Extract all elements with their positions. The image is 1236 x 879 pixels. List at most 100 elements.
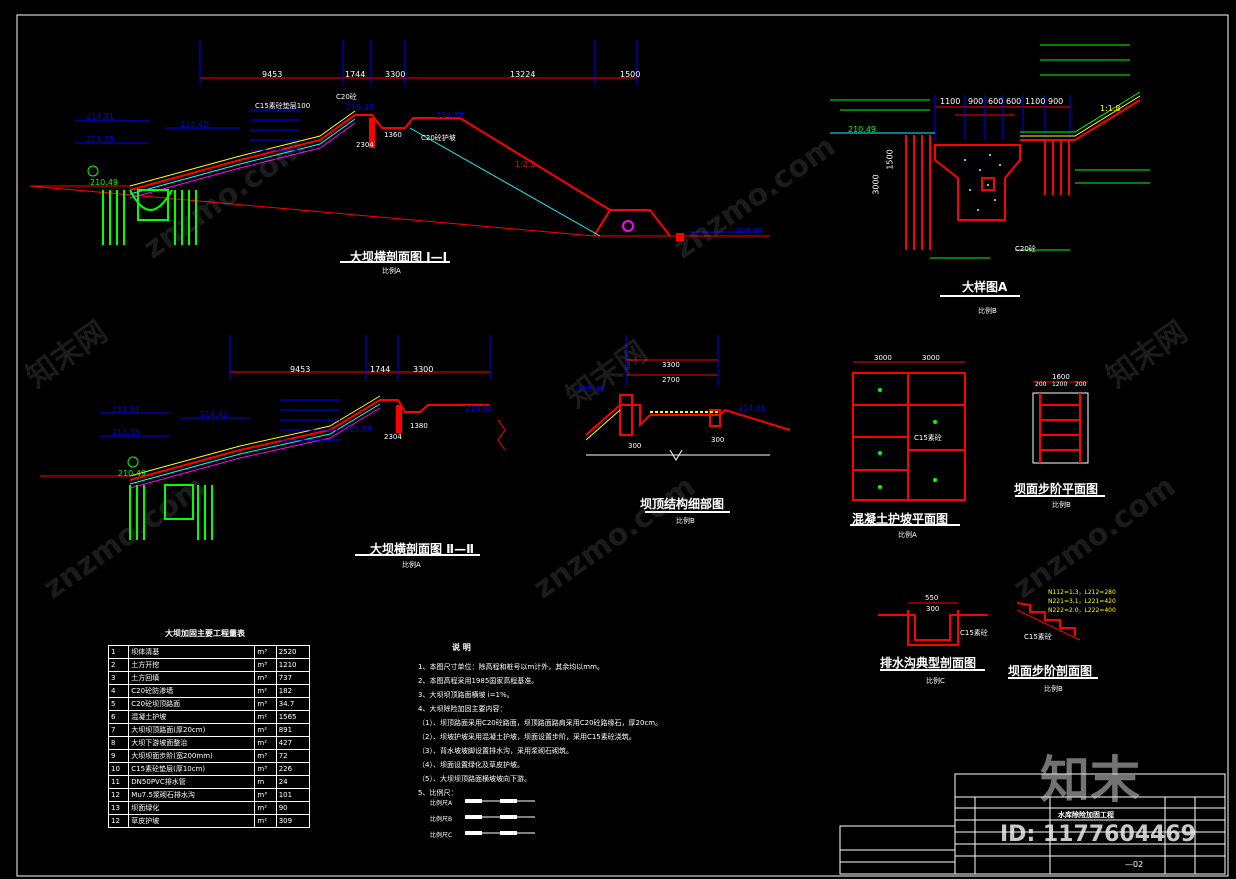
table-cell: 混凝土护坡: [128, 710, 256, 724]
table-cell: m²: [254, 723, 277, 737]
table-cell: C15素砼垫层(厚10cm): [128, 762, 256, 776]
table-cell: 2: [107, 658, 130, 672]
layer-label: C15素砼: [1024, 633, 1052, 641]
slope-label: 1:1.8: [1100, 104, 1121, 113]
step-plan-dim: 1600: [1052, 373, 1070, 381]
section-2-dim: 1744: [370, 365, 391, 374]
elevation-label: 214.85: [436, 111, 464, 120]
table-cell: 11: [107, 775, 130, 789]
layer-label: C15素砼: [914, 434, 942, 442]
table-cell: DN50PVC排水管: [128, 775, 256, 789]
step-section-scale: 比例B: [1044, 685, 1063, 693]
detail-a-dim: 1100: [940, 97, 961, 106]
crest-dim: 300: [628, 442, 642, 450]
table-cell: 182: [275, 684, 311, 698]
table-cell: 309: [275, 814, 311, 828]
elevation-label: 210.49: [90, 178, 118, 187]
table-cell: 8: [107, 736, 130, 750]
layer-label: C15素砼垫层100: [255, 102, 311, 110]
project-name: 水库除险加固工程: [1058, 811, 1114, 819]
table-cell: 34.7: [275, 697, 311, 711]
elevation-label: 207.35: [735, 227, 763, 236]
table-cell: 7: [107, 723, 130, 737]
brand-logo: 知末: [1040, 751, 1140, 809]
note-item: （5）、大坝坝顶路面横坡坡向下游。: [418, 775, 531, 783]
table-cell: 5: [107, 697, 130, 711]
step-plan-dim: 200: [1075, 381, 1087, 388]
detail-a-dim: 600: [1006, 97, 1022, 106]
crest-detail-scale: 比例B: [676, 517, 695, 525]
slope-plan-drawing: [850, 361, 966, 526]
table-cell: 12: [107, 788, 130, 802]
step-plan-title: 坝面步阶平面图: [1014, 482, 1099, 496]
table-cell: 891: [275, 723, 311, 737]
table-cell: m³: [254, 788, 277, 802]
table-cell: 427: [275, 736, 311, 750]
section-1-scale: 比例A: [382, 267, 401, 275]
scale-bar-label: 比例尺C: [430, 832, 453, 839]
drain-section-drawing: [878, 602, 988, 671]
step-plan-drawing: [1015, 381, 1105, 497]
section-1-drawing: [29, 40, 770, 263]
layer-label: C20砼: [1015, 245, 1036, 253]
table-cell: 土方开挖: [128, 658, 256, 672]
table-cell: m³: [254, 671, 277, 685]
height-label: 1380: [410, 422, 428, 430]
height-label: 2304: [356, 141, 374, 149]
detail-a-dim: 3000: [871, 174, 881, 195]
drawing-number: —02: [1125, 860, 1144, 869]
slope-plan-title: 混凝土护坡平面图: [852, 512, 949, 526]
table-cell: 1565: [275, 710, 311, 724]
elevation-label: 214.42: [200, 410, 228, 419]
id-watermark: ID: 1177604469: [1000, 822, 1196, 847]
section-1-dim: 13224: [510, 70, 536, 79]
section-2-title: 大坝横剖面图 Ⅱ—Ⅱ: [370, 542, 474, 556]
scale-bar-label: 比例尺B: [430, 816, 453, 823]
note-item: 4、大坝除险加固主要内容：: [418, 705, 507, 713]
sheet-frame: [16, 14, 1229, 877]
table-cell: 226: [275, 762, 311, 776]
table-cell: m³: [254, 749, 277, 763]
elevation-label: 210.49: [118, 469, 146, 478]
table-cell: 13: [107, 801, 130, 815]
note-item: 1、本图尺寸单位：除高程和桩号以m计外，其余均以mm。: [418, 663, 604, 671]
crest-detail-drawing: [585, 335, 791, 513]
table-cell: 大坝坝顶路面(厚20cm): [128, 723, 256, 737]
table-cell: m: [254, 775, 277, 789]
table-cell: m³: [254, 697, 277, 711]
table-cell: 土方回填: [128, 671, 256, 685]
detail-a-scale: 比例B: [978, 307, 997, 315]
detail-a-dim: 1500: [885, 149, 895, 170]
crest-detail-title: 坝顶结构细部图: [640, 497, 725, 511]
note-item: 5、比例尺：: [418, 789, 458, 797]
table-cell: m²: [254, 710, 277, 724]
table-cell: 坝体清基: [128, 645, 256, 659]
table-cell: 24: [275, 775, 311, 789]
table-cell: 101: [275, 788, 311, 802]
detail-a-dim: 1100: [1025, 97, 1046, 106]
note-item: （3）、背水坡坡脚设置排水沟，采用浆砌石砌筑。: [418, 747, 573, 755]
slope-label: 1:2.2: [515, 160, 536, 169]
section-2-dim: 9453: [290, 365, 311, 374]
table-cell: m³: [254, 658, 277, 672]
table-cell: 737: [275, 671, 311, 685]
height-label: 2304: [384, 433, 402, 441]
crest-dim: 2700: [662, 376, 680, 384]
table-cell: 大坝坝面步阶(宽200mm): [128, 749, 256, 763]
table-cell: C20砼坝顶路面: [128, 697, 256, 711]
elevation-label: 214.85: [738, 404, 766, 413]
step-plan-scale: 比例B: [1052, 501, 1071, 509]
